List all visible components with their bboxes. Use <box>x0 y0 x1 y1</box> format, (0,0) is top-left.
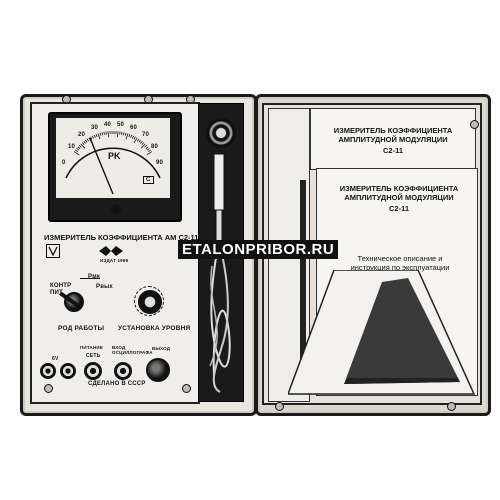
mode-label: РОД РАБОТЫ <box>58 325 105 332</box>
scale-tick <box>78 144 82 148</box>
screw <box>275 402 284 411</box>
output-label: ВЫХОД <box>152 346 171 351</box>
probe-connector[interactable] <box>206 118 236 148</box>
scale-tick <box>121 131 123 135</box>
oscilloscope-input-jack[interactable] <box>114 362 132 380</box>
emblem-icon <box>99 246 123 256</box>
scale-tick <box>92 135 95 139</box>
tick-label: 10 <box>68 144 76 150</box>
scale-tick <box>140 143 146 149</box>
mode-switch[interactable] <box>59 290 86 312</box>
scale-tick <box>128 134 131 138</box>
scale-tick <box>103 131 105 135</box>
scale-tick <box>95 134 98 138</box>
scale-tick <box>146 148 150 151</box>
meter-face <box>56 118 170 198</box>
scale-tick <box>131 135 134 139</box>
scale-tick <box>80 143 86 149</box>
tick-label: 40 <box>104 122 112 128</box>
logo-caption: ИЗДАТ 1969 <box>100 258 129 263</box>
scale-tick <box>133 136 136 140</box>
range-marks <box>80 278 100 279</box>
scale-tick <box>148 149 151 153</box>
scale-tick <box>146 151 153 156</box>
screw <box>447 402 456 411</box>
level-label: УСТАНОВКА УРОВНЯ <box>118 325 191 332</box>
scale-tick <box>83 140 86 144</box>
tick-label: 60 <box>130 125 138 131</box>
manufacturer-logo <box>46 244 60 258</box>
scale-tick <box>99 132 102 136</box>
manual-cover-title-2: АМПЛИТУДНОЙ МОДУЛЯЦИИ <box>344 193 454 202</box>
scale-tick <box>76 148 80 151</box>
manual-line-2: инструкция по эксплуатации <box>350 263 450 272</box>
output-connector[interactable] <box>146 358 170 382</box>
power-label: СЕТЬ <box>86 353 101 359</box>
scale-label: PK <box>108 151 121 161</box>
scale-tick <box>101 132 104 136</box>
scale-tick <box>145 146 149 150</box>
scale-tick <box>85 139 88 143</box>
manual-top-sheet <box>310 108 476 170</box>
screw <box>470 120 479 129</box>
tick-label: 30 <box>91 125 99 131</box>
meter-needle <box>89 137 114 195</box>
watermark-label: ETALONPRIBOR.RU <box>178 240 339 259</box>
scale-tick <box>117 131 119 138</box>
scale-tick <box>77 146 81 150</box>
tick-label: 70 <box>142 132 150 138</box>
fuse-holder[interactable] <box>40 363 56 379</box>
voltage-label: 6V <box>52 356 59 362</box>
probe-cable <box>209 153 231 393</box>
manual-top-model: С2-11 <box>382 146 403 155</box>
tick-label: 80 <box>151 144 159 150</box>
scale-tick <box>75 149 78 153</box>
tick-label: 0 <box>62 160 66 166</box>
control-label: КОНТР ПИТ <box>50 283 72 296</box>
scale-tick <box>141 142 145 146</box>
scale-tick <box>130 134 133 138</box>
scale-tick <box>93 134 96 138</box>
power-toggle[interactable] <box>84 362 102 380</box>
tick-label: 90 <box>156 160 164 166</box>
indicator-lamp <box>60 363 76 379</box>
scale-tick <box>86 138 90 142</box>
device-title: ИЗМЕРИТЕЛЬ КОЭФФИЦИЕНТА АМ С2-11 <box>44 233 199 242</box>
manual-cover-model: С2-11 <box>388 204 409 213</box>
scale-tick <box>97 133 101 140</box>
input-label: ВХОД ОСЦИЛЛОГРАФА <box>112 345 153 355</box>
scale-tick <box>133 137 138 144</box>
scale-tick <box>136 138 140 142</box>
scale-tick <box>124 132 127 136</box>
screw <box>44 384 53 393</box>
document-pocket <box>288 270 476 395</box>
manual-top-title-2: АМПЛИТУДНОЙ МОДУЛЯЦИИ <box>338 135 448 144</box>
range-label-rvyh: Рвых <box>96 284 113 290</box>
tick-label: 20 <box>78 132 86 138</box>
scale-tick <box>140 140 143 144</box>
scale-tick <box>73 151 80 156</box>
meter-corner-mark: C <box>143 176 154 184</box>
scale-tick <box>122 132 125 136</box>
tick-label: 50 <box>117 122 125 128</box>
power-top-label: ПИТАНИЕ <box>80 345 104 350</box>
made-in-label: СДЕЛАНО В СССР <box>88 381 146 387</box>
manual-top-title-1: ИЗМЕРИТЕЛЬ КОЭФФИЦИЕНТА <box>333 126 453 135</box>
manual-cover-title-1: ИЗМЕРИТЕЛЬ КОЭФФИЦИЕНТА <box>339 184 459 193</box>
range-label-rmk: Рмк <box>88 274 101 280</box>
scale-tick <box>81 142 85 146</box>
screw <box>182 384 191 393</box>
meter-zero-adjust[interactable] <box>111 204 121 214</box>
scale-tick <box>107 131 109 138</box>
scale-tick <box>125 133 129 140</box>
level-knob-skirt <box>134 286 164 316</box>
manual-line-1: Техническое описание и <box>357 254 443 263</box>
tick-labels: 0 10 20 30 40 50 60 70 80 90 <box>56 118 170 198</box>
lid-strap-shadow <box>300 180 306 390</box>
scale-tick <box>90 136 93 140</box>
scale-tick <box>144 144 148 148</box>
scale-tick <box>138 139 141 143</box>
